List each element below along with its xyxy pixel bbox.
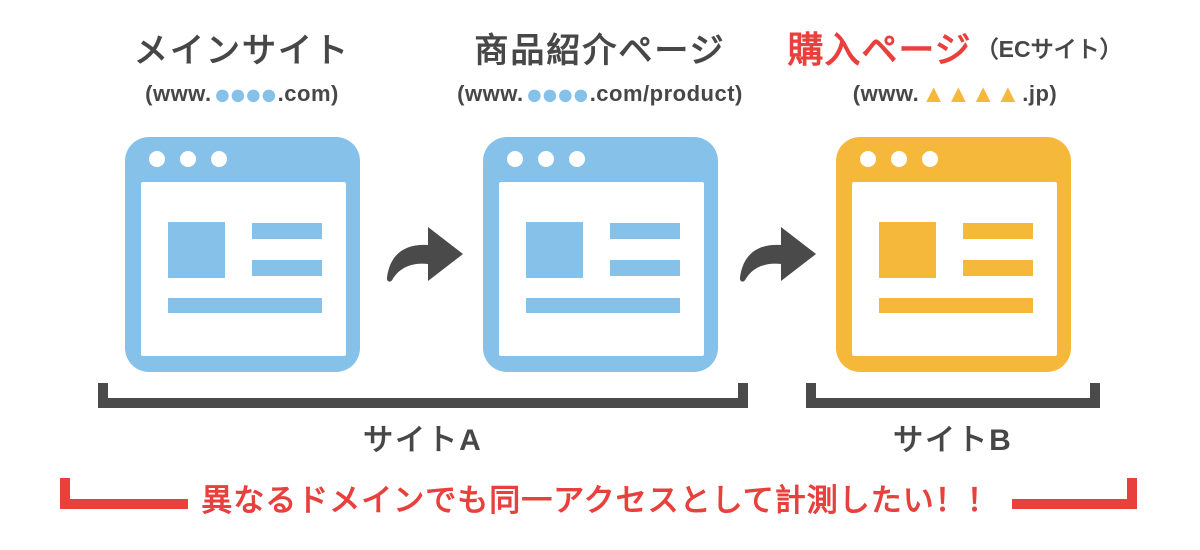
product-page-title-text: 商品紹介ページ [474, 31, 726, 70]
content-text-bar [963, 260, 1033, 276]
url-suffix: .com/product) [589, 81, 743, 106]
url-placeholder-triangles: ▲▲▲▲ [921, 79, 1021, 108]
product-page-title: 商品紹介ページ [415, 24, 785, 70]
product-page-browser-window-icon [483, 137, 718, 372]
window-content-area [141, 182, 346, 356]
purchase-page-browser-window-icon [836, 137, 1071, 372]
main-site-title-text: メインサイト [134, 31, 350, 70]
window-dot-icon [180, 151, 196, 167]
window-dot-icon [891, 151, 907, 167]
purchase-page-title: 購入ページ （ECサイト） [770, 24, 1140, 70]
url-prefix: (www. [852, 81, 920, 106]
site-a-label: サイトA [363, 424, 483, 457]
purchase-page-url: (www.▲▲▲▲.jp) [770, 76, 1140, 112]
callout-text: 異なるドメインでも同一アクセスとして計測したい！！ [201, 482, 999, 518]
main-site-browser-window-icon [125, 137, 360, 372]
window-dot-icon [507, 151, 523, 167]
window-dot-icon [922, 151, 938, 167]
window-dot-icon [860, 151, 876, 167]
purchase-page-title-text: 購入ページ [787, 29, 972, 70]
site-a-bracket [98, 383, 748, 408]
callout-bracket-left [60, 478, 188, 509]
url-placeholder-dots: ●●●● [213, 78, 278, 111]
site-b-bracket [806, 383, 1100, 408]
content-text-bar [252, 260, 322, 276]
window-controls [507, 151, 585, 167]
window-controls [149, 151, 227, 167]
content-text-bar [610, 260, 680, 276]
site-b-label: サイトB [893, 424, 1013, 457]
curved-arrow-icon [737, 221, 817, 287]
content-image-block [879, 222, 936, 278]
callout-bracket-right [1012, 478, 1137, 509]
window-dot-icon [538, 151, 554, 167]
content-text-bar [879, 298, 1033, 313]
content-image-block [168, 222, 225, 278]
url-placeholder-dots: ●●●● [525, 78, 590, 111]
curved-arrow-icon [384, 221, 464, 287]
content-image-block [526, 222, 583, 278]
main-site-url: (www.●●●●.com) [62, 76, 422, 112]
window-content-area [852, 182, 1057, 356]
url-prefix: (www. [457, 81, 524, 106]
content-text-bar [168, 298, 322, 313]
main-site-title: メインサイト [62, 24, 422, 70]
window-dot-icon [211, 151, 227, 167]
content-text-bar [963, 223, 1033, 239]
window-dot-icon [569, 151, 585, 167]
content-text-bar [526, 298, 680, 313]
window-dot-icon [149, 151, 165, 167]
content-text-bar [610, 223, 680, 239]
window-controls [860, 151, 938, 167]
product-page-url: (www.●●●●.com/product) [415, 76, 785, 112]
url-suffix: .com) [277, 81, 339, 106]
content-text-bar [252, 223, 322, 239]
purchase-page-annotation: （ECサイト） [975, 36, 1123, 62]
window-content-area [499, 182, 704, 356]
url-suffix: .jp) [1022, 81, 1058, 106]
url-prefix: (www. [145, 81, 212, 106]
